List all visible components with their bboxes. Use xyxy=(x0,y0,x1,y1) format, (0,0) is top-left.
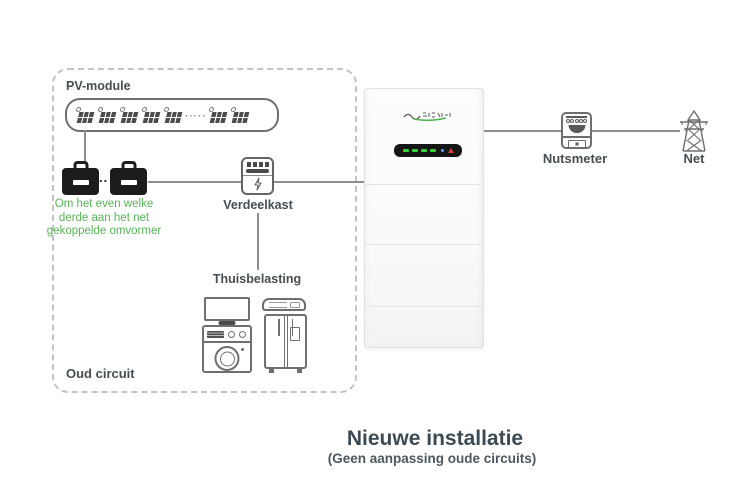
led-green xyxy=(429,149,436,152)
home-load-label: Thuisbelasting xyxy=(212,272,302,286)
inverter-note-line: derde aan het net xyxy=(58,211,150,224)
connector-inverter-to-distribution xyxy=(148,181,242,183)
fridge-dispenser xyxy=(290,327,300,341)
inverter-note-line: Om het even welke xyxy=(54,198,154,210)
grid-label: Net xyxy=(683,151,705,166)
inverter-icon xyxy=(62,168,99,195)
pv-module-label: PV-module xyxy=(66,79,131,93)
solar-panel-icon xyxy=(120,111,138,123)
washing-machine-icon xyxy=(202,325,252,373)
busbar-icon xyxy=(246,169,269,173)
fridge-icon xyxy=(264,314,307,373)
transmission-tower-icon xyxy=(680,109,708,152)
unit-seam xyxy=(365,184,483,185)
solar-panel-icon xyxy=(142,111,160,123)
footer-subtitle: (Geen aanpassing oude circuits) xyxy=(327,451,537,466)
pv-array-box: ····· xyxy=(65,98,279,132)
led-green xyxy=(402,149,409,152)
connector-pv-to-inverter xyxy=(84,130,86,164)
air-conditioner-icon xyxy=(262,298,306,311)
lightning-bolt-icon xyxy=(253,177,262,191)
distribution-box-icon xyxy=(241,157,274,195)
led-green xyxy=(411,149,418,152)
solar-panel-icon xyxy=(231,111,250,123)
utility-meter-icon xyxy=(561,112,592,149)
inverter-icon xyxy=(110,168,147,195)
unit-seam xyxy=(365,244,483,245)
solar-panel-icon xyxy=(98,111,116,123)
inverter-note: Om het even welke derde aan het net geko… xyxy=(40,198,168,239)
brand-logo xyxy=(403,112,451,122)
distribution-label: Verdeelkast xyxy=(223,198,293,212)
inverter-note-line: gekoppelde omvormer xyxy=(46,225,162,237)
unit-seam xyxy=(365,306,483,307)
led-blue xyxy=(440,149,444,152)
led-green xyxy=(420,149,427,152)
washer-drum xyxy=(214,346,240,371)
solar-panel-icon xyxy=(209,111,228,123)
connector-distribution-to-loads xyxy=(257,213,259,270)
connector-distribution-to-unit xyxy=(272,181,366,183)
alarm-indicator-icon xyxy=(447,148,454,153)
battery-storage-unit xyxy=(364,88,484,348)
washer-control-panel xyxy=(207,330,247,339)
connector-meter-to-grid xyxy=(591,130,680,132)
footer-title: Nieuwe installatie xyxy=(346,427,524,450)
solar-panel-icon xyxy=(76,111,94,123)
status-display xyxy=(394,144,462,157)
old-circuit-label: Oud circuit xyxy=(66,366,135,381)
divider xyxy=(243,175,272,176)
pv-ellipsis: ····· xyxy=(185,110,207,122)
breaker-row-icon xyxy=(243,162,272,167)
old-circuit-dashed-box xyxy=(52,68,357,393)
utility-meter-label: Nutsmeter xyxy=(542,151,608,166)
connector-unit-to-meter xyxy=(483,130,563,132)
inverter-dots: .. xyxy=(99,170,109,185)
solar-panel-icon xyxy=(164,111,182,123)
tv-icon xyxy=(204,297,250,321)
